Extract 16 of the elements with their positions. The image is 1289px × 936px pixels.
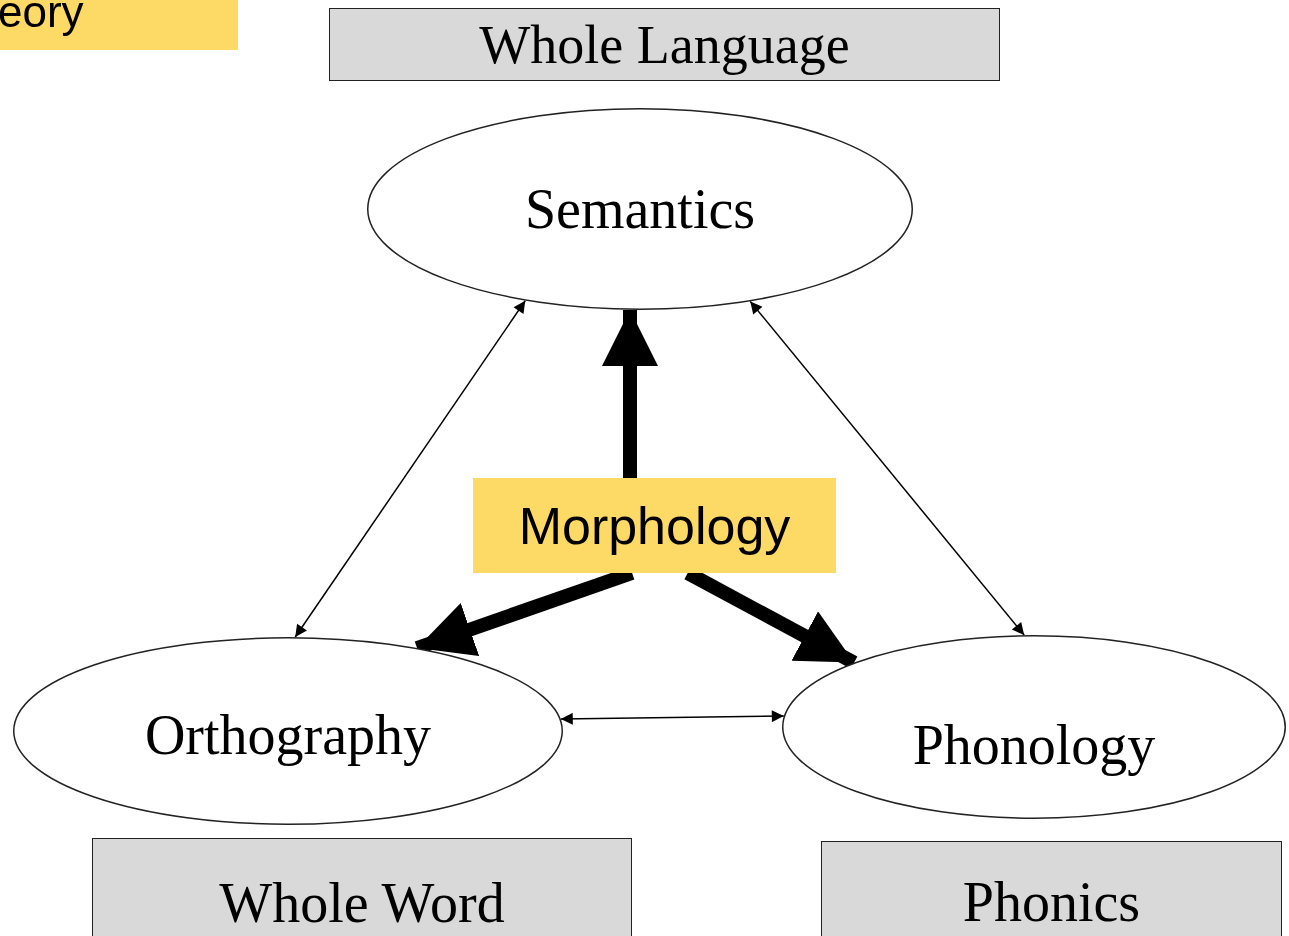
concept-ellipse: [13, 637, 563, 825]
node-label: eory: [0, 0, 84, 34]
approach-box: [329, 8, 1000, 81]
node-label: Phonics: [962, 874, 1141, 930]
approach-box: [821, 841, 1282, 936]
node-label: Semantics: [524, 181, 756, 237]
highlight-box: [473, 478, 836, 573]
arrow: [749, 300, 1025, 636]
node-label: Whole Word: [219, 875, 505, 931]
highlight-box: [0, 0, 238, 50]
concept-ellipse: [782, 635, 1286, 819]
arrow: [560, 710, 785, 725]
concept-ellipse: [367, 108, 913, 310]
arrow: [602, 309, 658, 478]
arrow: [294, 299, 527, 638]
approach-box: [92, 838, 632, 936]
